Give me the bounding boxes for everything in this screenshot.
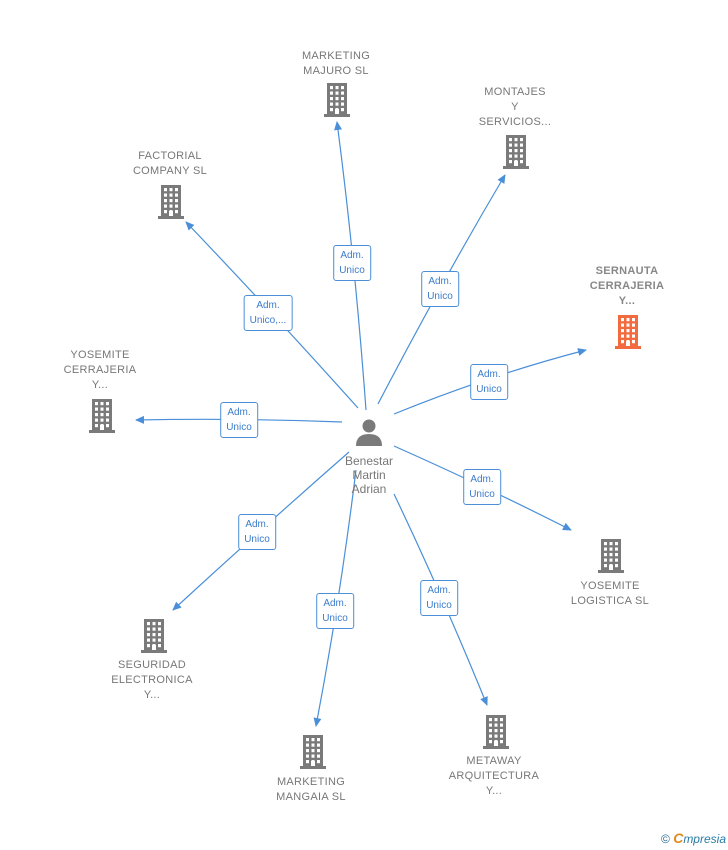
company-label-seguridad-electronica[interactable]: SEGURIDAD ELECTRONICA Y... bbox=[111, 659, 193, 701]
person-icon[interactable] bbox=[356, 419, 382, 447]
company-label-marketing-mangaia[interactable]: MARKETING MANGAIA SL bbox=[276, 776, 346, 803]
building-icon[interactable] bbox=[324, 83, 350, 117]
brand-initial: C bbox=[673, 830, 684, 846]
building-icon[interactable] bbox=[503, 135, 529, 169]
brand-name: mpresia bbox=[683, 832, 726, 846]
role-badge: Adm. Unico bbox=[421, 271, 459, 307]
building-icon[interactable] bbox=[300, 735, 326, 769]
company-label-montajes-servicios[interactable]: MONTAJES Y SERVICIOS... bbox=[478, 86, 552, 128]
copyright-icon: © bbox=[661, 832, 670, 846]
building-icon[interactable] bbox=[141, 619, 167, 653]
role-badge: Adm. Unico bbox=[463, 469, 501, 505]
role-badge: Adm. Unico bbox=[316, 593, 354, 629]
role-badge: Adm. Unico bbox=[220, 402, 258, 438]
role-badge: Adm. Unico bbox=[420, 580, 458, 616]
building-icon[interactable] bbox=[615, 315, 641, 349]
company-label-sernauta-cerrajeria[interactable]: SERNAUTA CERRAJERIA Y... bbox=[589, 265, 665, 307]
company-label-factorial-company[interactable]: FACTORIAL COMPANY SL bbox=[132, 150, 208, 177]
building-icon[interactable] bbox=[483, 715, 509, 749]
building-icon[interactable] bbox=[598, 539, 624, 573]
company-label-yosemite-logistica[interactable]: YOSEMITE LOGISTICA SL bbox=[570, 580, 650, 607]
center-person-name[interactable]: Benestar Martin Adrian bbox=[344, 454, 394, 496]
role-badge: Adm. Unico bbox=[238, 514, 276, 550]
role-badge: Adm. Unico bbox=[333, 245, 371, 281]
role-badge: Adm. Unico bbox=[470, 364, 508, 400]
role-badge: Adm. Unico,... bbox=[243, 295, 293, 331]
brand-footer: © Cmpresia bbox=[661, 830, 726, 846]
company-label-metaway-arquitectura[interactable]: METAWAY ARQUITECTURA Y... bbox=[448, 755, 540, 797]
company-label-yosemite-cerrajeria[interactable]: YOSEMITE CERRAJERIA Y... bbox=[63, 349, 137, 391]
building-icon[interactable] bbox=[158, 185, 184, 219]
building-icon[interactable] bbox=[89, 399, 115, 433]
company-label-marketing-majuro[interactable]: MARKETING MAJURO SL bbox=[301, 50, 371, 77]
